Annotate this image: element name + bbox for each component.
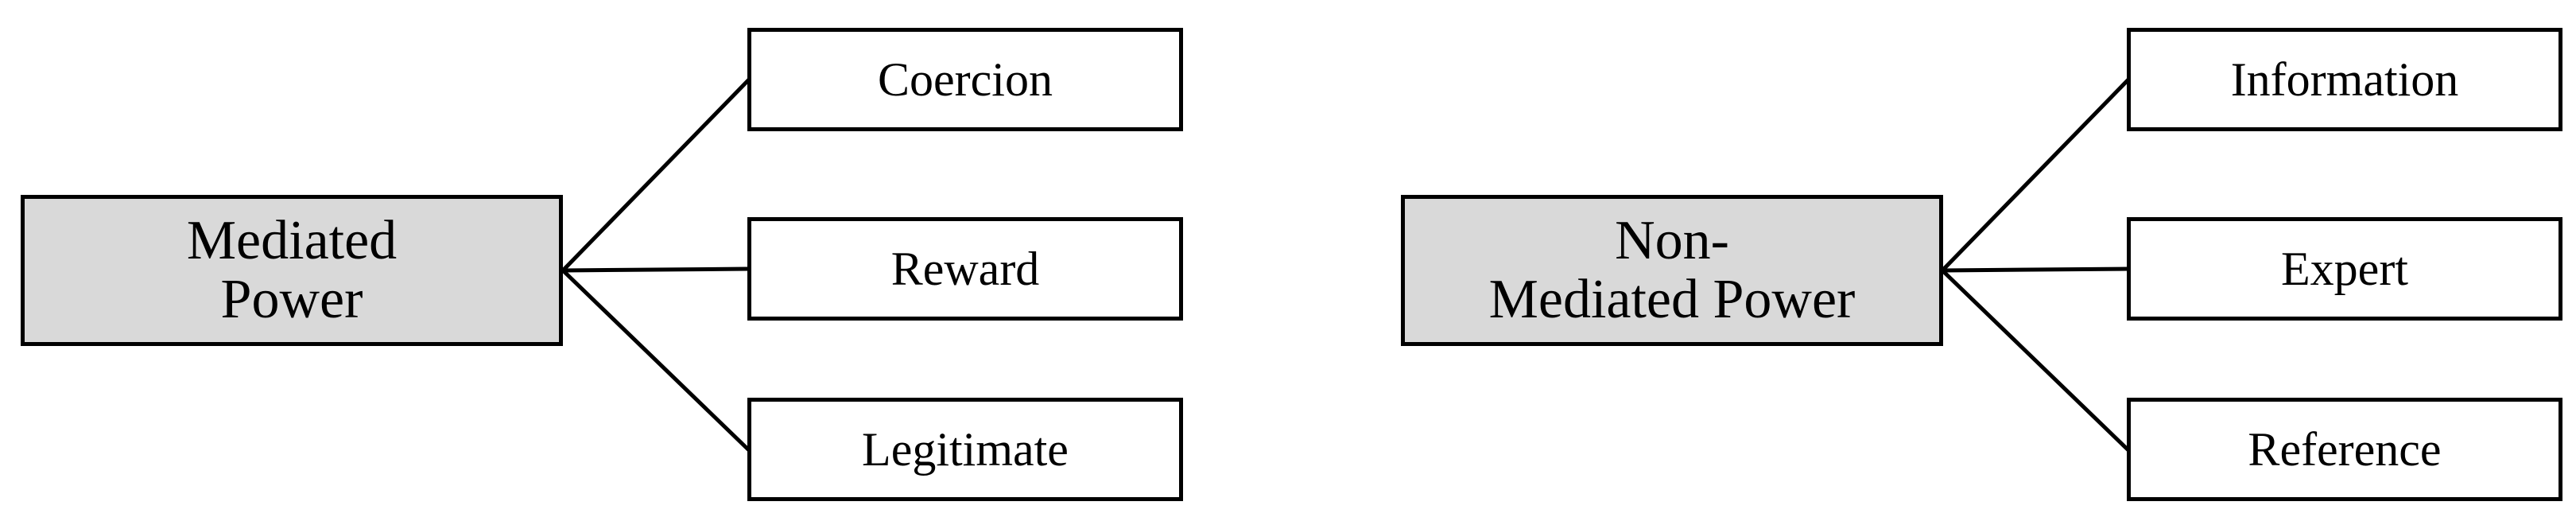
connector-mediated-reward (562, 266, 750, 273)
reward-node: Reward (747, 217, 1183, 321)
connector-nonmediated-expert (1942, 266, 2129, 273)
coercion-node: Coercion (747, 28, 1183, 131)
non-mediated-power-node: Non- Mediated Power (1401, 195, 1943, 346)
reference-node: Reference (2127, 398, 2562, 501)
non-mediated-power-label-line1: Non- (1615, 210, 1729, 271)
connector-mediated-coercion (561, 78, 751, 272)
connector-nonmediated-reference (1941, 269, 2130, 452)
non-mediated-power-label-line2: Mediated Power (1488, 269, 1856, 330)
mediated-power-label-line2: Power (220, 269, 363, 330)
legitimate-node: Legitimate (747, 398, 1183, 501)
connector-mediated-legitimate (561, 269, 751, 452)
connector-nonmediated-information (1941, 78, 2130, 272)
mediated-power-node: Mediated Power (21, 195, 563, 346)
mediated-power-label-line1: Mediated (186, 210, 398, 271)
expert-node: Expert (2127, 217, 2562, 321)
information-node: Information (2127, 28, 2562, 131)
